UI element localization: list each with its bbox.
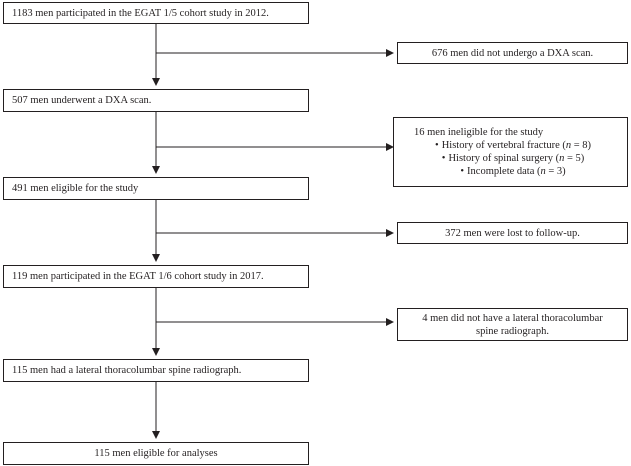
step-enrolled-2017: 119 men participated in the EGAT 1/6 coh… — [3, 265, 309, 288]
excluded-lost-follow-up: 372 men were lost to follow-up. — [397, 222, 628, 244]
step-eligible-text: 491 men eligible for the study — [12, 183, 139, 194]
excluded-no-dxa: 676 men did not undergo a DXA scan. — [397, 42, 628, 64]
bullet-icon: • — [435, 140, 439, 151]
excluded-no-radiograph: 4 men did not have a lateral thoracolumb… — [397, 308, 628, 341]
list-item: •History of spinal surgery (n = 5) — [441, 153, 585, 164]
excluded-no-radiograph-line2: spine radiograph. — [476, 325, 549, 337]
excluded-ineligible-title: 16 men ineligible for the study — [414, 127, 544, 138]
bullet-icon: • — [441, 153, 446, 164]
step-enrolled-2017-text: 119 men participated in the EGAT 1/6 coh… — [12, 271, 264, 282]
excluded-ineligible-list: •History of vertebral fracture (n = 8) •… — [414, 139, 591, 178]
excluded-lost-follow-up-text: 372 men were lost to follow-up. — [445, 227, 580, 239]
list-item: •Incomplete data (n = 3) — [460, 166, 566, 177]
step-radiograph-text: 115 men had a lateral thoracolumbar spin… — [12, 365, 242, 376]
excluded-no-dxa-text: 676 men did not undergo a DXA scan. — [431, 47, 594, 59]
step-dxa-scan-text: 507 men underwent a DXA scan. — [12, 95, 152, 106]
bullet-icon: • — [460, 166, 465, 177]
step-analyses-text: 115 men eligible for analyses — [94, 448, 218, 459]
step-analyses: 115 men eligible for analyses — [3, 442, 309, 465]
step-enrolled-2012-text: 1183 men participated in the EGAT 1/5 co… — [12, 7, 269, 19]
list-item: •History of vertebral fracture (n = 8) — [435, 140, 592, 151]
excluded-ineligible: 16 men ineligible for the study •History… — [393, 117, 628, 187]
excluded-no-radiograph-line1: 4 men did not have a lateral thoracolumb… — [422, 312, 603, 324]
step-eligible: 491 men eligible for the study — [3, 177, 309, 200]
step-radiograph: 115 men had a lateral thoracolumbar spin… — [3, 359, 309, 382]
step-enrolled-2012: 1183 men participated in the EGAT 1/5 co… — [3, 2, 309, 24]
step-dxa-scan: 507 men underwent a DXA scan. — [3, 89, 309, 112]
